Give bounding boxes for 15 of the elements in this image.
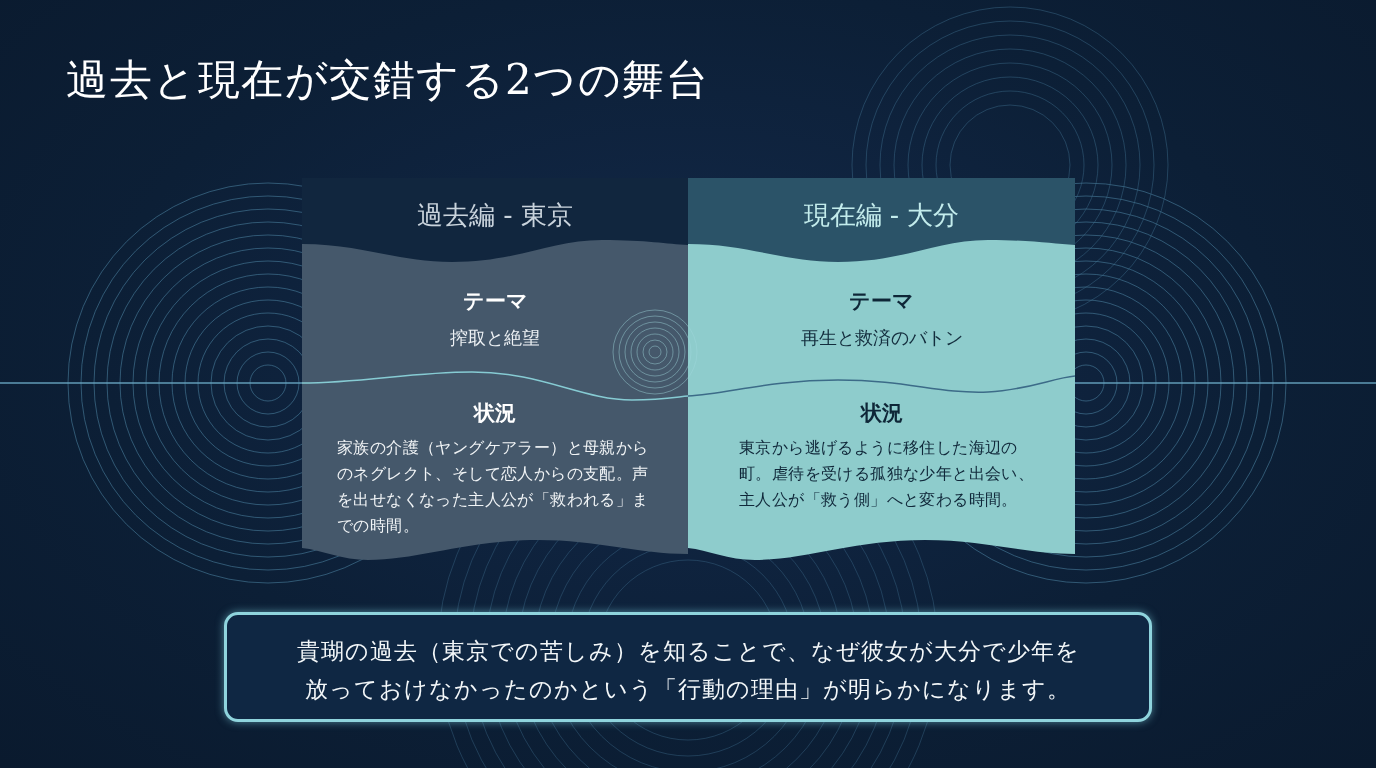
story-panel: [302, 178, 688, 562]
slide-title: 過去と現在が交錯する2つの舞台: [66, 54, 710, 106]
situation-text: 家族の介護（ヤングケアラー）と母親からのネグレクト、そして恋人からの支配。声を出せなくなった主人公が「救われる」までの時間。: [337, 437, 650, 537]
summary-text: 貴瑚の過去（東京での苦しみ）を知ることで、なぜ彼女が大分で少年を放っておけなかったのかという「行動の理由」が明らかになります。: [295, 637, 1081, 704]
panel-heading: 過去編 - 東京: [417, 199, 573, 232]
summary-box: [224, 612, 1152, 722]
section-heading: 状況: [474, 400, 516, 427]
section-heading: 状況: [860, 400, 903, 427]
section-heading: テーマ: [462, 288, 528, 315]
theme-text: 再生と救済のバトン: [800, 326, 963, 350]
panel-heading: 現在編 - 大分: [803, 199, 960, 232]
section-heading: テーマ: [849, 288, 914, 315]
story-panel: [688, 178, 1075, 562]
situation-text: 東京から逃げるように移住した海辺の町。虐待を受ける孤独な少年と出会い、主人公が「救う側」へと変わる時間。: [739, 437, 1036, 511]
theme-text: 搾取と絶望: [450, 326, 540, 350]
